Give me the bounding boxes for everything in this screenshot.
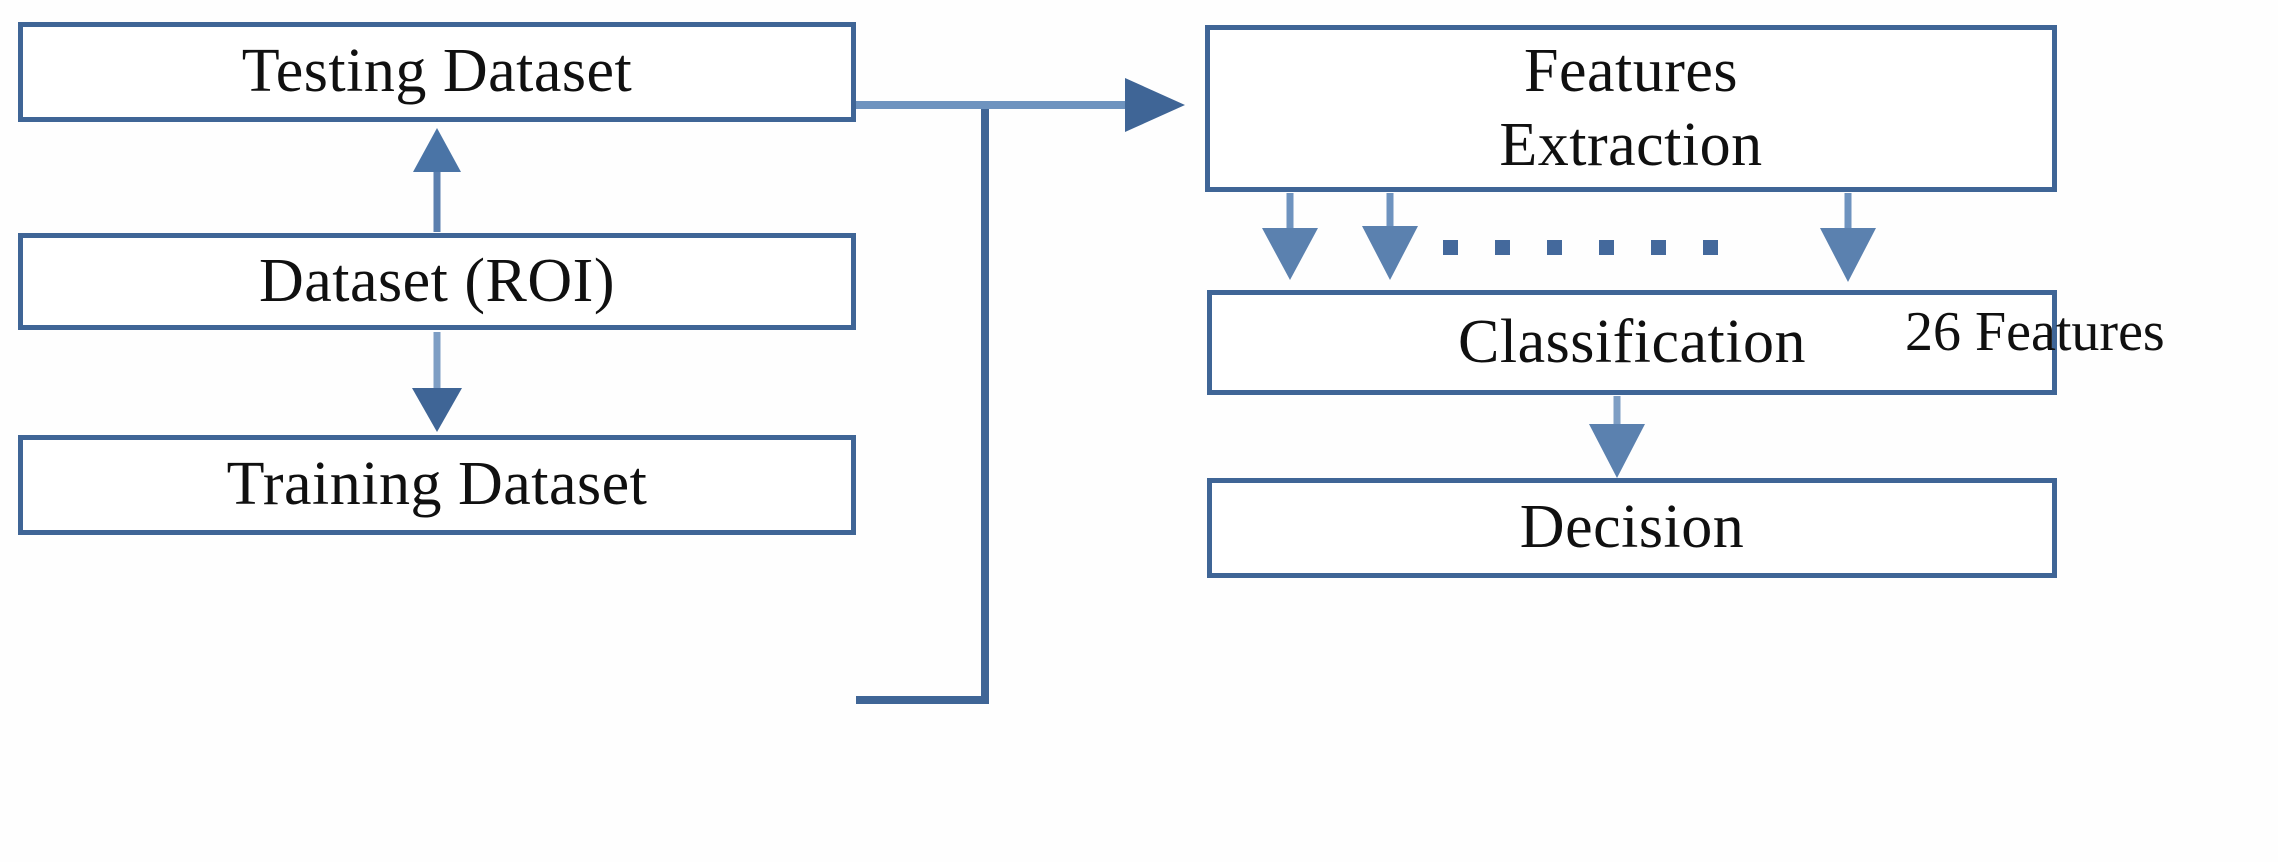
- node-dataset-roi[interactable]: Dataset (ROI): [18, 233, 856, 330]
- features-ellipsis-dots: [1443, 240, 1718, 255]
- node-features-extraction[interactable]: Features Extraction: [1205, 25, 2057, 192]
- node-training-dataset[interactable]: Training Dataset: [18, 435, 856, 535]
- edge-dataset-to-testing: [413, 128, 461, 232]
- edge-classification-to-decision: [1589, 396, 1645, 478]
- node-label: Decision: [1519, 493, 1745, 562]
- node-testing-dataset[interactable]: Testing Dataset: [18, 22, 856, 122]
- node-label: Features Extraction: [1499, 37, 1763, 179]
- features-count-label: 26 Features: [1905, 301, 2165, 363]
- node-label: Dataset (ROI): [259, 246, 615, 315]
- node-label: Training Dataset: [226, 450, 648, 519]
- node-decision[interactable]: Decision: [1207, 478, 2057, 578]
- edge-training-to-features: [856, 105, 989, 704]
- edge-features-to-classification-1: [1262, 193, 1318, 280]
- edge-testing-to-features: [856, 78, 1185, 132]
- node-classification[interactable]: Classification: [1207, 290, 2057, 395]
- edge-features-to-classification-2: [1362, 193, 1418, 280]
- node-label: Classification: [1458, 307, 1806, 376]
- edge-features-to-classification-n: [1820, 193, 1876, 282]
- edge-dataset-to-training: [412, 332, 462, 432]
- node-label: Testing Dataset: [241, 37, 633, 106]
